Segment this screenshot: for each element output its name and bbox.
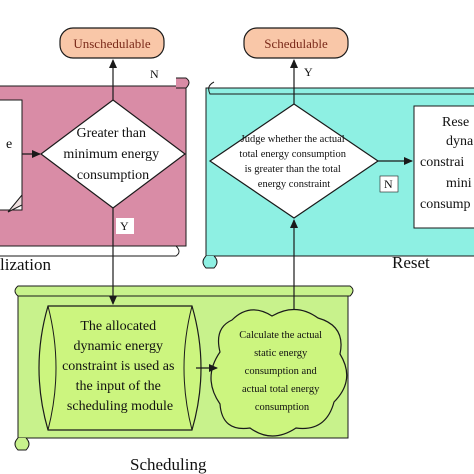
- branch-no-init: N: [150, 67, 159, 81]
- energy-decision-line: minimum energy: [63, 147, 159, 162]
- reset-action-line: mini: [446, 176, 472, 191]
- reset-action-line: dyna: [446, 134, 474, 149]
- reset-decision-text: Judge whether the actual total energy co…: [239, 134, 348, 190]
- reset-action-line: Rese: [442, 115, 469, 130]
- initialization-section-label: lization: [0, 255, 51, 274]
- energy-decision-line: Greater than: [76, 126, 146, 141]
- reset-action-line: consump: [420, 197, 471, 212]
- scheduling-input-line: scheduling module: [67, 399, 173, 414]
- reset-action-text: Rese dyna constrai mini consump: [420, 115, 474, 212]
- unschedulable-label: Unschedulable: [73, 36, 150, 51]
- schedulable-terminal: Schedulable: [243, 27, 349, 59]
- branch-no-reset: N: [384, 177, 393, 191]
- reset-decision-line: is greater than the total: [245, 164, 341, 175]
- scheduling-input-line: The allocated: [80, 319, 156, 334]
- reset-section-label: Reset: [392, 253, 430, 272]
- scheduling-input-text: The allocated dynamic energy constraint …: [62, 319, 178, 414]
- connectors: [22, 59, 413, 372]
- initialization-panel: e Greater than minimum energy consumptio…: [0, 77, 190, 257]
- branch-label-yes-reset: Y: [300, 64, 318, 80]
- branch-yes-reset: Y: [304, 65, 313, 79]
- energy-calculation-line: consumption: [255, 402, 310, 413]
- energy-calculation-line: static energy: [254, 348, 308, 359]
- branch-label-no-reset: N: [379, 175, 399, 193]
- reset-decision-line: Judge whether the actual: [241, 134, 345, 145]
- energy-decision-line: consumption: [77, 168, 149, 183]
- branch-label-yes-init: Y: [116, 218, 134, 234]
- scheduling-panel: The allocated dynamic energy constraint …: [14, 285, 354, 451]
- energy-calculation-line: consumption and: [245, 366, 318, 377]
- energy-calculation-text: Calculate the actual static energy consu…: [239, 330, 324, 413]
- init-left-node-text: e: [6, 137, 12, 152]
- energy-decision-text: Greater than minimum energy consumption: [63, 126, 162, 183]
- reset-action-line: constrai: [420, 155, 464, 170]
- scheduling-input-line: dynamic energy: [73, 339, 163, 354]
- energy-calculation-node: [210, 308, 348, 437]
- reset-decision-diamond: [208, 103, 380, 219]
- unschedulable-terminal: Unschedulable: [59, 27, 165, 59]
- scheduling-input-line: the input of the: [76, 379, 161, 394]
- scheduling-input-line: constraint is used as: [62, 359, 174, 374]
- energy-calculation-line: Calculate the actual: [239, 330, 322, 341]
- reset-panel: Judge whether the actual total energy co…: [202, 81, 474, 269]
- reset-decision-line: total energy consumption: [239, 149, 346, 160]
- reset-decision-line: energy constraint: [258, 179, 330, 190]
- schedulable-label: Schedulable: [264, 36, 328, 51]
- scheduling-section-label: Scheduling: [130, 455, 207, 474]
- branch-yes-init: Y: [120, 219, 129, 233]
- reset-action-box: [413, 105, 474, 229]
- branch-label-no-init: N: [146, 66, 164, 82]
- energy-calculation-line: actual total energy: [242, 384, 320, 395]
